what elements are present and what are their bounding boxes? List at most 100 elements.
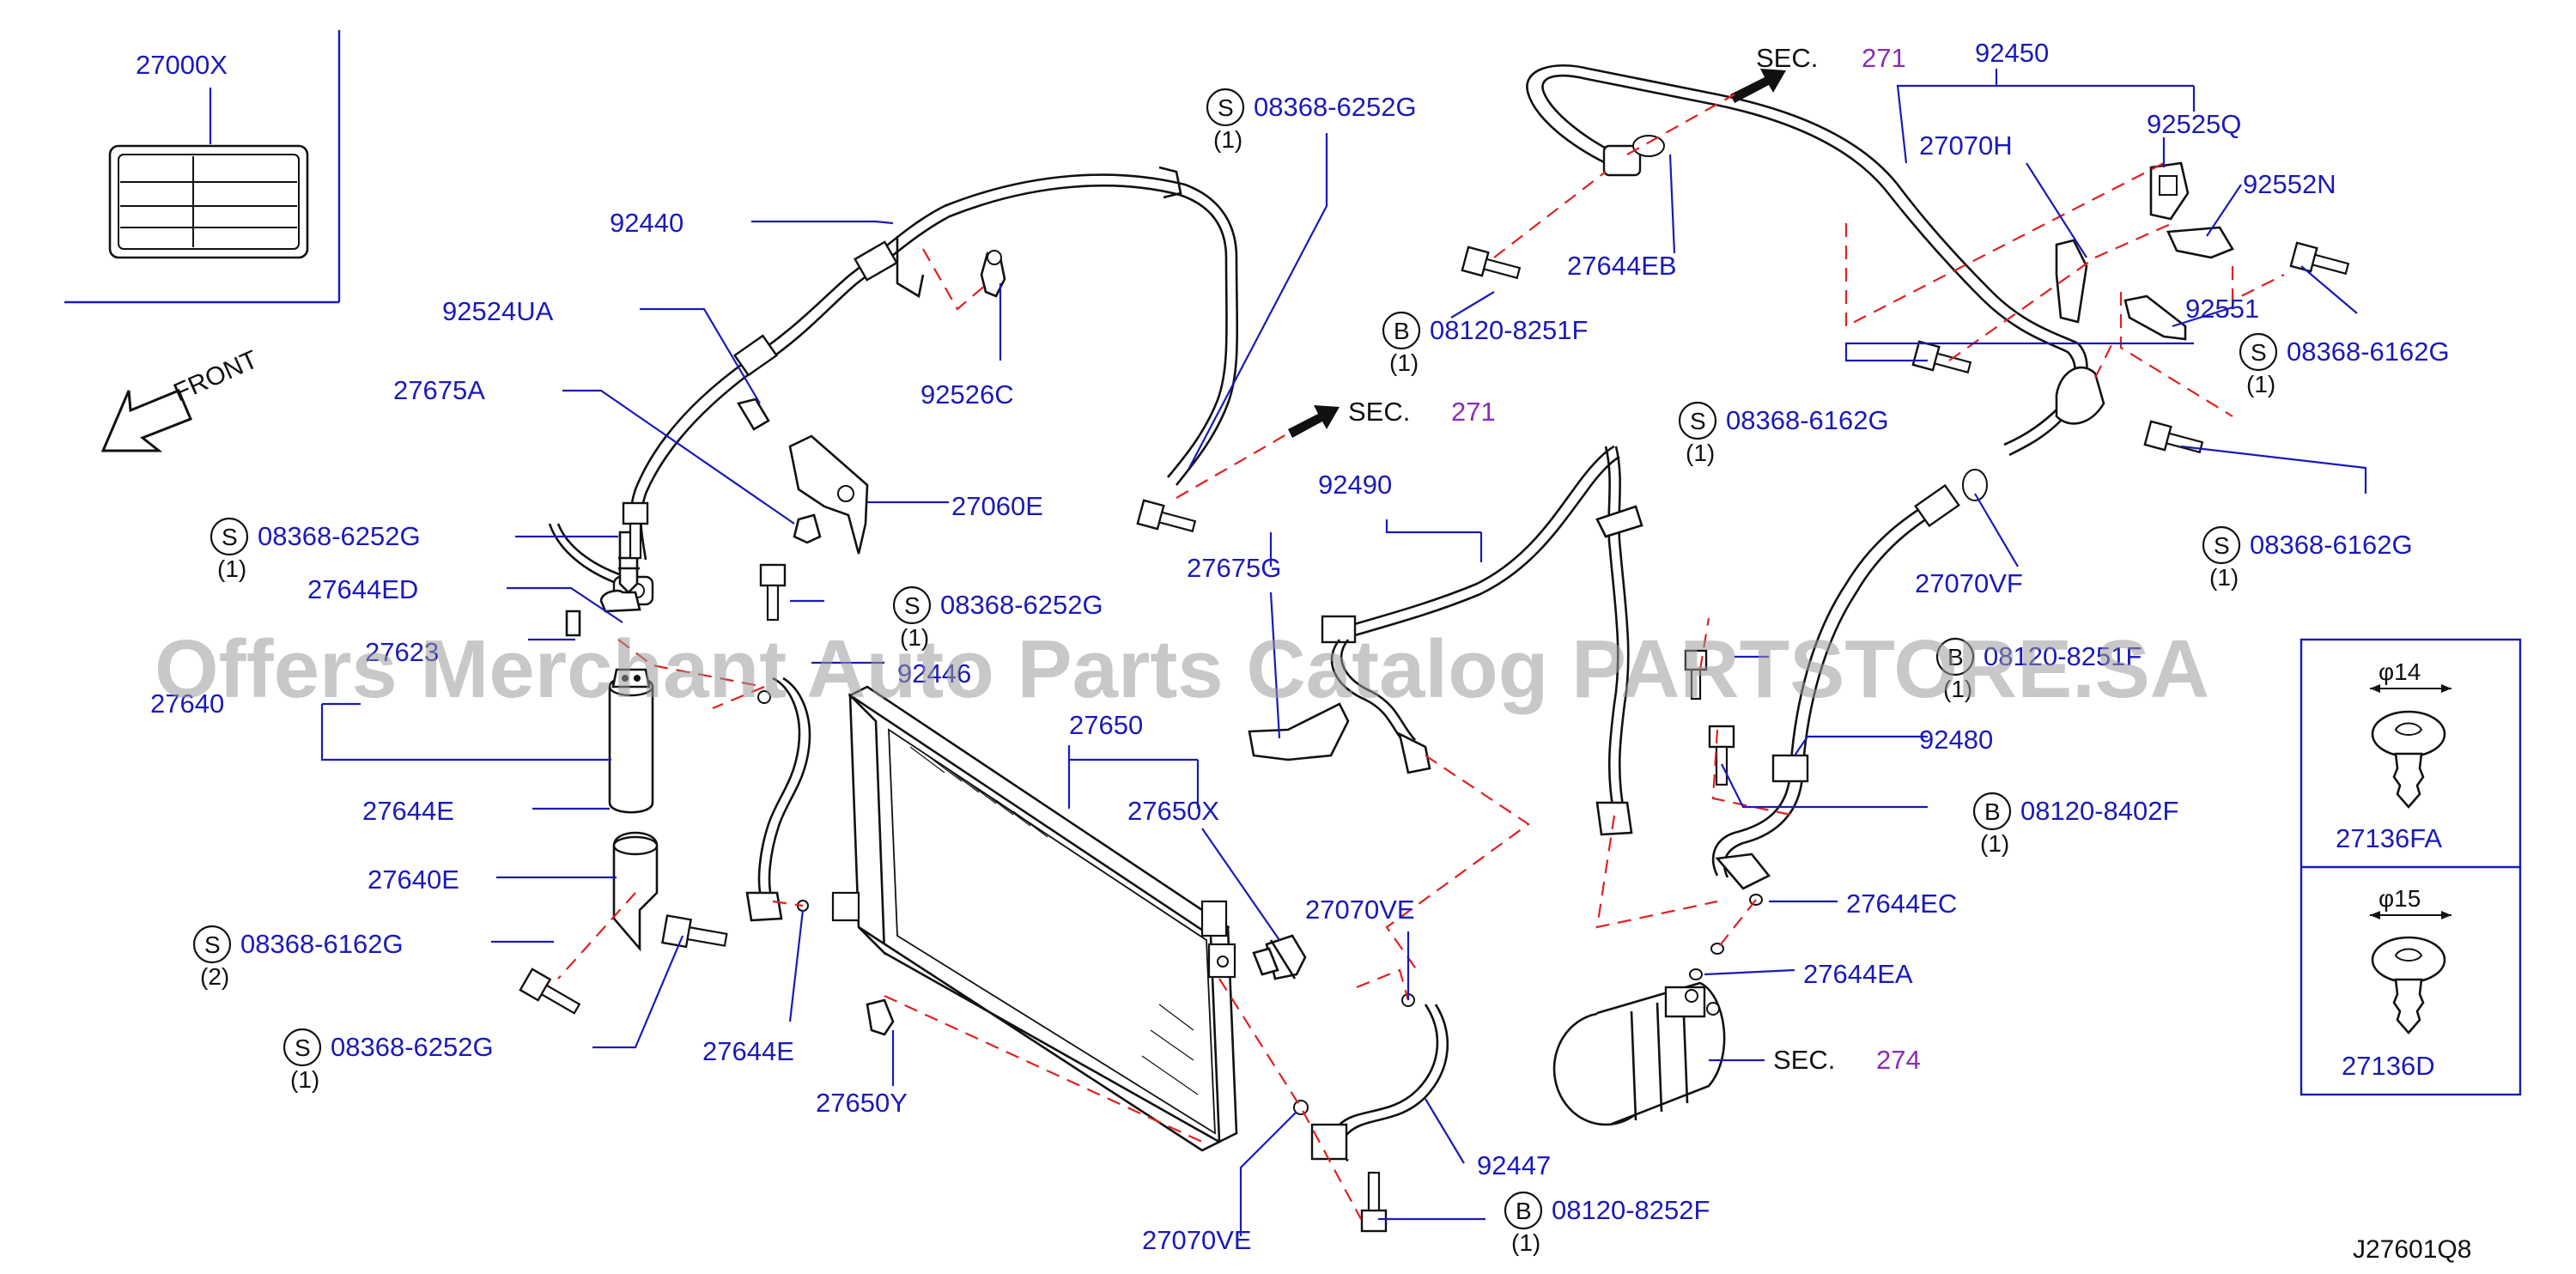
part-number: 08120-8251F	[1430, 315, 1588, 345]
part-number: 27640	[150, 689, 224, 719]
callout-27675g: 27675G	[1187, 553, 1281, 583]
clip-27136D-icon	[2371, 936, 2446, 1034]
callout-92490: 92490	[1318, 470, 1392, 500]
bracket-92552N	[2166, 226, 2234, 259]
quantity: (1)	[2209, 564, 2239, 591]
part-number: 27644E	[362, 796, 454, 826]
compressor	[1552, 981, 1726, 1126]
callout-27650: 27650	[1069, 710, 1143, 740]
callout-08368-6162g: S 08368-6162G (1)	[2239, 332, 2450, 397]
callout-92480: 92480	[1919, 725, 1993, 755]
quantity: (1)	[1389, 349, 1419, 376]
badge-letter: S	[222, 524, 238, 550]
part-number: 08368-6252G	[940, 590, 1103, 620]
callout-27644ec: 27644EC	[1846, 889, 1957, 919]
callout-92524ua: 92524UA	[442, 296, 554, 326]
callout-92450: 92450	[1975, 38, 2049, 68]
bolt-group	[519, 241, 2350, 1233]
quantity: (1)	[290, 1066, 319, 1093]
badge-letter: S	[1690, 408, 1706, 434]
inset-label-2: 27136D	[2342, 1051, 2435, 1081]
inset-dimension-1: φ14	[2379, 658, 2421, 685]
part-number: 92490	[1318, 470, 1392, 500]
part-number: 27675G	[1187, 553, 1281, 583]
badge-circle	[192, 925, 232, 964]
callout-92525q: 92525Q	[2147, 109, 2241, 139]
part-number: 92526C	[920, 379, 1014, 410]
part-number: 27644EB	[1567, 251, 1677, 281]
badge-circle	[283, 1028, 322, 1067]
badge-circle	[1972, 792, 2012, 831]
pipe-92450	[1526, 64, 2105, 457]
inset-clips: φ14 27136FA φ15 27136D	[2300, 638, 2522, 1096]
callout-27644ed: 27644ED	[307, 574, 418, 604]
quantity: (1)	[900, 624, 929, 651]
part-number: 92480	[1919, 725, 1993, 755]
badge-letter: S	[2251, 339, 2267, 366]
part-number: 08368-6252G	[331, 1032, 494, 1062]
callout-27000x: 27000X	[136, 50, 228, 80]
part-number: 27623	[365, 637, 439, 667]
part-number: 08368-6162G	[2287, 337, 2450, 367]
callout-27640: 27640	[150, 689, 224, 719]
clip-92526C	[980, 250, 1006, 298]
part-number: 08368-6252G	[258, 521, 421, 551]
condenser-27650	[831, 685, 1238, 1152]
callout-27644eb: 27644EB	[1567, 251, 1677, 281]
badge-circle	[1382, 311, 1421, 350]
sec-arrow-1	[1730, 69, 1786, 103]
clip-27136FA-icon	[2371, 710, 2446, 809]
sec-label-1: SEC.	[1756, 43, 1818, 73]
sec-label-3: SEC.	[1773, 1045, 1835, 1075]
part-number: 92525Q	[2147, 109, 2241, 139]
callout-27644e: 27644E	[702, 1036, 794, 1066]
callout-27640e: 27640E	[368, 864, 459, 895]
callout-92552n: 92552N	[2243, 169, 2336, 199]
part-number: 27060E	[951, 491, 1043, 521]
sec-arrow-2	[1288, 405, 1340, 438]
callout-27070ve: 27070VE	[1305, 895, 1415, 925]
bracket-27060E	[736, 397, 869, 555]
callout-27623: 27623	[365, 637, 439, 667]
part-number: 27000X	[136, 50, 228, 80]
callout-92526c: 92526C	[920, 379, 1014, 410]
pipe-92440	[548, 166, 1239, 606]
badge-circle	[1504, 1191, 1543, 1230]
front-label: FRONT	[169, 345, 262, 407]
badge-letter: B	[1516, 1198, 1532, 1224]
callout-92551: 92551	[2185, 294, 2259, 324]
pipe-92490	[1248, 445, 1643, 836]
part-number: 08120-8252F	[1552, 1195, 1710, 1225]
drawing-code: J27601Q8	[2353, 1235, 2471, 1264]
callout-27675a: 27675A	[393, 375, 485, 405]
part-number: 27070VE	[1305, 895, 1415, 925]
part-number: 27650Y	[816, 1088, 908, 1118]
quantity: (1)	[1943, 676, 1972, 702]
callout-27070h: 27070H	[1919, 130, 2013, 161]
part-number: 27644EC	[1846, 889, 1957, 919]
badge-letter: S	[904, 592, 920, 619]
receiver-drier-27640	[565, 531, 771, 814]
badge-circle	[1206, 88, 1245, 127]
callout-27650y: 27650Y	[816, 1088, 908, 1118]
part-number: 27650	[1069, 710, 1143, 740]
badge-circle	[2202, 525, 2241, 565]
callout-08368-6252g: S 08368-6252G (1)	[892, 585, 1103, 651]
quantity: (1)	[2246, 371, 2275, 397]
part-number: 08368-6162G	[240, 929, 404, 959]
badge-letter: B	[1947, 644, 1964, 670]
badge-circle	[892, 585, 932, 625]
callout-92447: 92447	[1477, 1150, 1551, 1180]
